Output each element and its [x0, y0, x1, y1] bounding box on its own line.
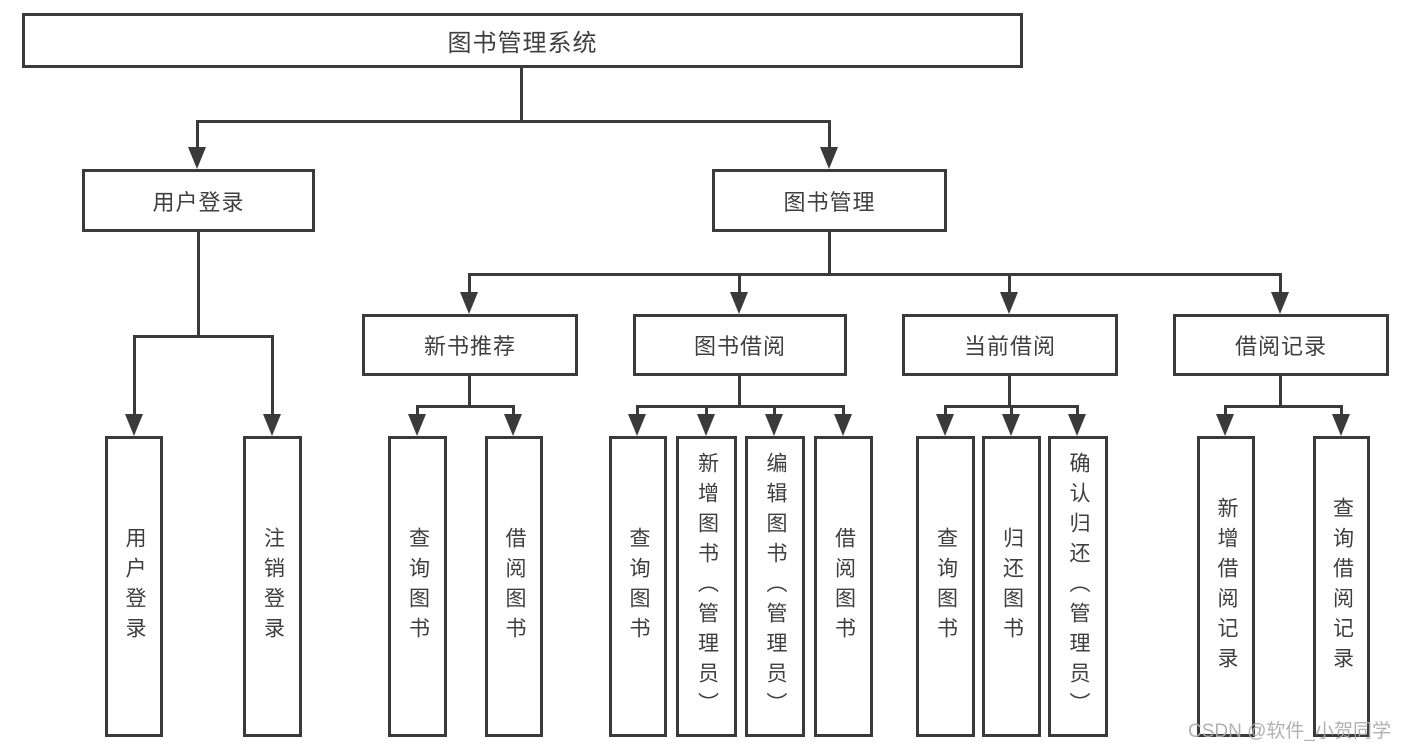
leaf-query-books-2: 查询图书 — [609, 436, 667, 737]
leaf-query-borrow-record: 查询借阅记录 — [1313, 436, 1370, 737]
arrow-down-icon — [936, 414, 954, 436]
arrow-down-icon — [408, 414, 426, 436]
arrow-down-icon — [1271, 292, 1289, 314]
connector-new-book-stem — [468, 376, 471, 408]
leaf-label: 编辑图书（管理员） — [764, 451, 787, 722]
arrow-down-icon — [263, 414, 281, 436]
connector-borrow-record-rail — [1224, 405, 1343, 408]
arrow-down-icon — [1332, 414, 1350, 436]
node-label: 图书管理 — [783, 189, 876, 215]
arrow-down-icon — [1068, 414, 1086, 436]
connector-stub — [1010, 405, 1013, 417]
connector-book-management-stem — [828, 232, 831, 276]
leaf-query-books-3: 查询图书 — [916, 436, 975, 737]
node-label: 图书借阅 — [693, 334, 786, 359]
leaf-borrow-books-2: 借阅图书 — [814, 436, 873, 737]
connector-stub — [842, 405, 845, 417]
connector-stub — [773, 405, 776, 417]
arrow-down-icon — [834, 414, 852, 436]
connector-root-stem — [520, 68, 523, 123]
leaf-label: 借阅图书 — [832, 526, 856, 647]
leaf-label: 查询借阅记录 — [1330, 496, 1354, 677]
leaf-label: 借阅图书 — [503, 526, 526, 647]
connector-stub — [512, 405, 515, 417]
arrow-down-icon — [1216, 414, 1234, 436]
arrow-down-icon — [765, 414, 783, 436]
connector-new-book-rail — [416, 405, 515, 408]
arrow-down-icon — [460, 292, 478, 314]
arrow-down-icon — [1002, 414, 1020, 436]
leaf-return-books: 归还图书 — [982, 436, 1041, 737]
leaf-label: 新增借阅记录 — [1215, 496, 1238, 677]
connector-stub — [1340, 405, 1343, 417]
connector-user-login-stem — [197, 232, 200, 338]
node-label: 用户登录 — [152, 189, 245, 215]
leaf-confirm-return-admin: 确认归还（管理员） — [1048, 436, 1108, 737]
node-borrow-record: 借阅记录 — [1173, 314, 1389, 376]
connector-user-login-rail — [133, 335, 274, 338]
connector-stub — [416, 405, 419, 417]
connector-book-borrow-rail — [636, 405, 845, 408]
csdn-watermark: CSDN @软件_小贺同学 — [1188, 721, 1391, 742]
leaf-label: 查询图书 — [934, 526, 958, 647]
arrow-down-icon — [628, 414, 646, 436]
leaf-borrow-books-1: 借阅图书 — [485, 436, 543, 737]
node-label: 借阅记录 — [1234, 334, 1327, 359]
connector-stub — [738, 273, 741, 295]
arrow-down-icon — [697, 414, 715, 436]
leaf-add-books-admin: 新增图书（管理员） — [676, 436, 737, 737]
node-label: 图书管理系统 — [447, 30, 598, 57]
node-book-management: 图书管理 — [712, 169, 947, 232]
node-new-book-recommend: 新书推荐 — [362, 314, 578, 376]
arrow-down-icon — [125, 414, 143, 436]
connector-book-management-rail — [468, 273, 1282, 276]
leaf-label: 用户登录 — [123, 526, 146, 647]
node-label: 新书推荐 — [423, 334, 516, 359]
connector-stub — [1224, 405, 1227, 417]
leaf-label: 确认归还（管理员） — [1067, 451, 1090, 722]
arrow-down-icon — [188, 147, 206, 169]
connector-stub — [944, 405, 947, 417]
connector-root-rail — [196, 120, 831, 123]
leaf-logout: 注销登录 — [243, 436, 302, 737]
node-library-management-system: 图书管理系统 — [22, 13, 1023, 68]
arrow-down-icon — [730, 292, 748, 314]
node-book-borrow: 图书借阅 — [633, 314, 847, 376]
leaf-label: 注销登录 — [261, 526, 285, 647]
leaf-edit-books-admin: 编辑图书（管理员） — [745, 436, 805, 737]
connector-current-borrow-stem — [1008, 376, 1011, 408]
connector-stub — [636, 405, 639, 417]
connector-stub — [271, 335, 274, 417]
leaf-label: 归还图书 — [1000, 526, 1024, 647]
leaf-user-login: 用户登录 — [105, 436, 163, 737]
connector-borrow-record-stem — [1279, 376, 1282, 408]
node-current-borrow: 当前借阅 — [902, 314, 1118, 376]
arrow-down-icon — [1000, 292, 1018, 314]
leaf-add-borrow-record: 新增借阅记录 — [1197, 436, 1255, 737]
connector-stub — [1279, 273, 1282, 295]
arrow-down-icon — [504, 414, 522, 436]
connector-book-borrow-stem — [738, 376, 741, 408]
node-user-login: 用户登录 — [82, 169, 315, 232]
leaf-label: 新增图书（管理员） — [695, 451, 719, 722]
connector-stub — [828, 120, 831, 150]
connector-stub — [196, 120, 199, 150]
leaf-label: 查询图书 — [627, 526, 650, 647]
node-label: 当前借阅 — [963, 334, 1056, 359]
connector-stub — [705, 405, 708, 417]
connector-stub — [1008, 273, 1011, 295]
connector-stub — [133, 335, 136, 417]
leaf-label: 查询图书 — [406, 526, 430, 647]
arrow-down-icon — [820, 147, 838, 169]
connector-stub — [1076, 405, 1079, 417]
connector-stub — [468, 273, 471, 295]
leaf-query-books-1: 查询图书 — [388, 436, 447, 737]
